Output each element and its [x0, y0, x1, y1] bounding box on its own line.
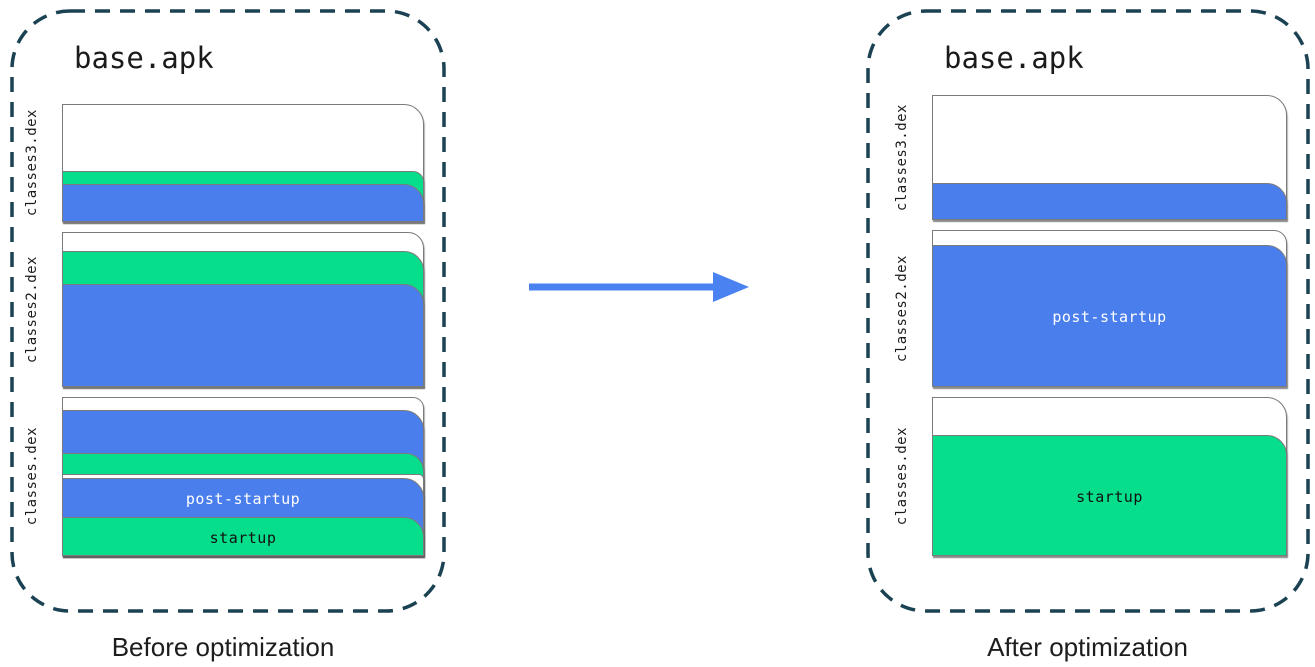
dex-segment-green: startup	[932, 435, 1287, 556]
dex-file-row: classes3.dex	[24, 104, 424, 222]
apk-title: base.apk	[74, 41, 214, 75]
page-stack	[62, 232, 424, 387]
dex-file-name: classes2.dex	[24, 255, 40, 364]
dex-file-row: classes3.dex	[894, 95, 1287, 220]
dex-segment-blue: post-startup	[932, 245, 1287, 387]
page-stack: post-startup startup	[62, 397, 424, 556]
page-stack: post-startup	[932, 230, 1287, 387]
page-stack: startup	[932, 397, 1287, 556]
dex-file-name: classes2.dex	[894, 254, 910, 363]
segment-label: post-startup	[1052, 308, 1167, 326]
dex-segment-green: startup	[62, 517, 424, 556]
segment-label: startup	[1076, 487, 1143, 506]
after-panel: base.apk classes3.dex classes2.dex post-st…	[866, 9, 1310, 613]
dex-file-row: classes.dex startup	[894, 397, 1287, 556]
apk-title: base.apk	[944, 41, 1084, 75]
page-stack	[62, 104, 424, 222]
dex-file-row: classes.dex post-startup startup	[24, 397, 424, 556]
segment-label: post-startup	[185, 489, 301, 508]
dex-files: classes3.dex classes2.dex classes.dex post-…	[24, 104, 424, 566]
dex-segment-blue	[62, 284, 424, 387]
dex-file-name: classes.dex	[894, 427, 910, 526]
before-caption: Before optimization	[111, 632, 335, 662]
right-arrow-icon	[529, 272, 749, 302]
dex-segment-blue	[62, 184, 424, 222]
dex-file-name: classes3.dex	[24, 109, 40, 217]
dex-segment-blue	[932, 183, 1287, 220]
page-stack	[932, 95, 1287, 220]
dashed-border	[10, 9, 446, 613]
dex-file-row: classes2.dex	[24, 232, 424, 387]
dex-file-row: classes2.dex post-startup	[894, 230, 1287, 387]
segment-label: startup	[209, 528, 277, 547]
dashed-border	[866, 9, 1310, 613]
dex-file-name: classes3.dex	[894, 103, 910, 212]
dex-file-name: classes.dex	[24, 427, 40, 526]
after-caption: After optimization	[987, 632, 1188, 662]
